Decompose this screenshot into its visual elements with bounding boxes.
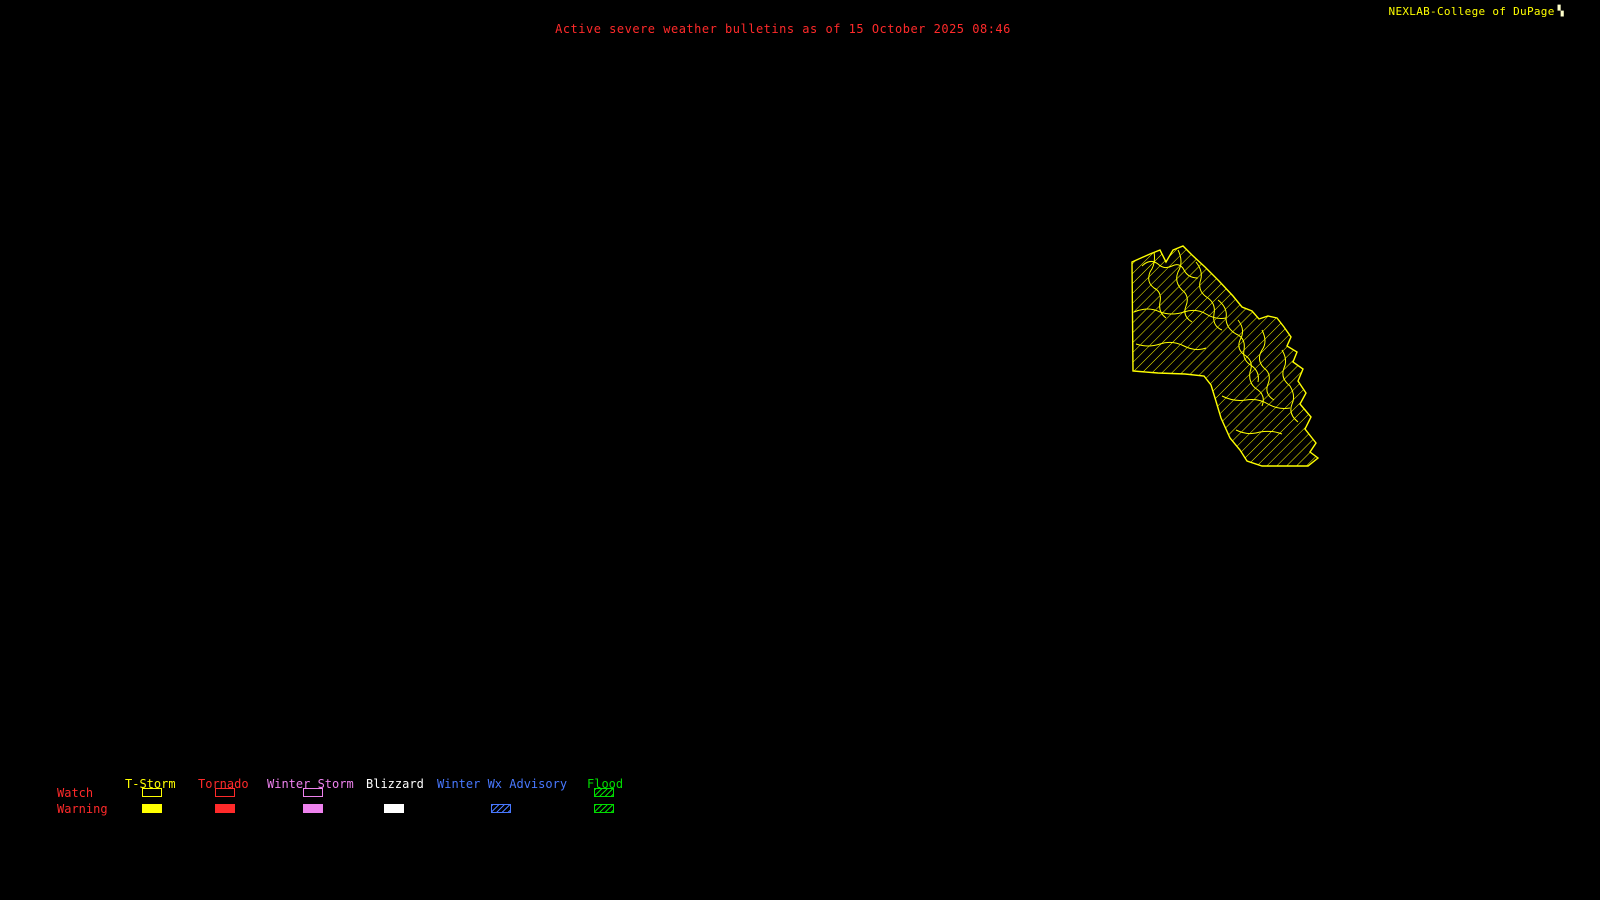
attribution: NEXLAB-College of DuPage ▚ (1389, 5, 1564, 18)
watch-area-polygon (1131, 245, 1320, 467)
nexlab-logo-icon: ▚ (1557, 5, 1564, 17)
attribution-text: NEXLAB-College of DuPage (1388, 5, 1555, 18)
page-title: Active severe weather bulletins as of 15… (555, 22, 1011, 36)
watch-area-county-borders (1133, 249, 1299, 435)
